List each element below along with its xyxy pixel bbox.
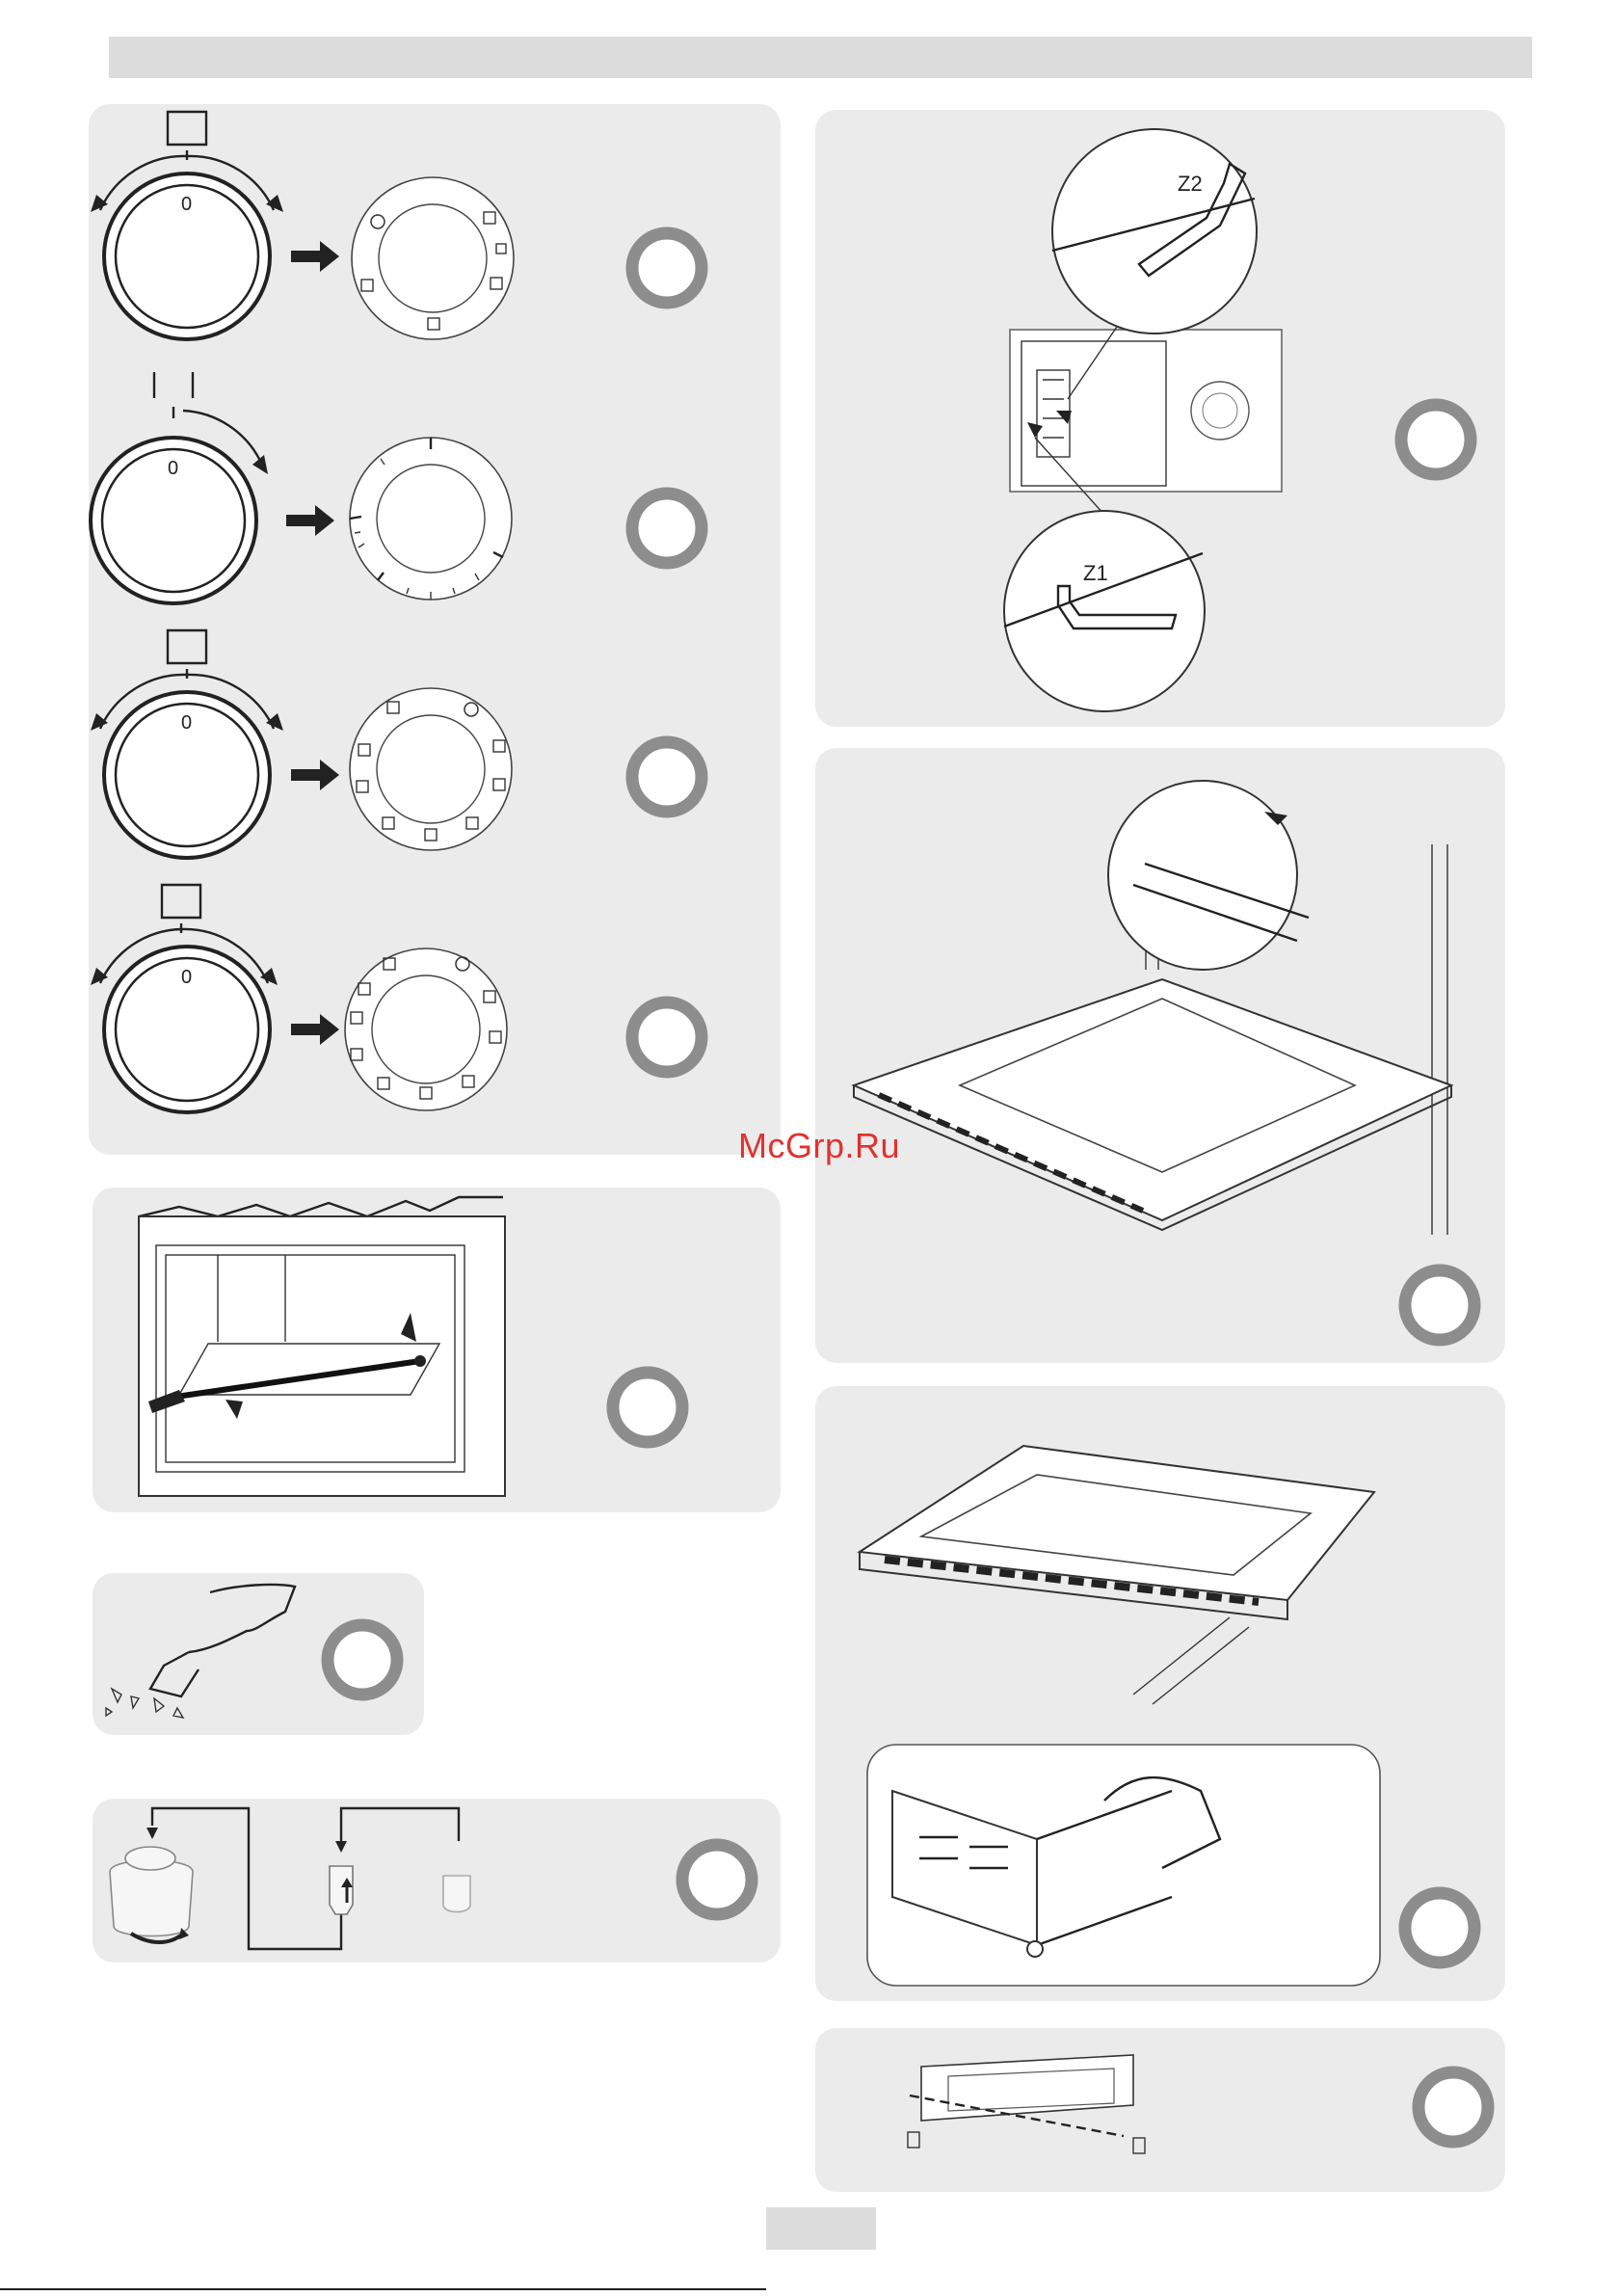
z1-label: Z1 — [1083, 561, 1108, 585]
step-marker-11 — [1419, 2072, 1488, 2142]
knob-2-zero: 0 — [168, 458, 178, 479]
knob-ring-3-icon — [350, 688, 512, 850]
step-marker-2 — [632, 494, 702, 563]
knob-1: 0 — [91, 112, 339, 339]
knob-ring-2-icon — [350, 438, 512, 600]
step-marker-6 — [328, 1625, 397, 1695]
knob-1-zero: 0 — [181, 194, 192, 215]
scraper-cleaning-icon — [93, 1573, 424, 1735]
step-marker-3 — [632, 742, 702, 812]
knob-4-zero: 0 — [181, 967, 192, 988]
knob-3-zero: 0 — [181, 712, 192, 734]
step-marker-1 — [632, 233, 702, 303]
step-marker-7 — [682, 1845, 752, 1914]
step-marker-8 — [1401, 405, 1471, 474]
step-marker-9 — [1405, 1270, 1474, 1340]
step-marker-5 — [613, 1373, 682, 1442]
lamp-replacement-icon — [93, 1799, 781, 1962]
z2-label: Z2 — [1178, 172, 1203, 196]
step-marker-4 — [632, 1002, 702, 1072]
knob-2: 0 — [91, 372, 334, 603]
knob-3: 0 — [91, 630, 339, 858]
footer-line — [0, 2288, 766, 2290]
page-number-box — [766, 2207, 876, 2250]
z1-detail-icon: Z1 — [1004, 511, 1205, 711]
rails-panel-illustration: Z2 Z1 — [815, 110, 1505, 727]
knob-row-1: 0 0 — [89, 104, 781, 1155]
watermark: McGrp.Ru — [718, 1126, 920, 1166]
oven-door-removal-icon — [815, 748, 1505, 1363]
header-bar — [109, 37, 1532, 78]
knob-4: 0 — [91, 885, 339, 1112]
door-glass-removal-icon — [815, 1386, 1505, 2001]
step-marker-10 — [1405, 1893, 1474, 1962]
door-exploded-view-icon — [815, 2028, 1505, 2192]
knob-ring-4-icon — [345, 948, 507, 1110]
grill-icon — [93, 1188, 781, 1512]
z2-detail-icon: Z2 — [1052, 129, 1257, 334]
knob-ring-1-icon — [352, 177, 514, 339]
